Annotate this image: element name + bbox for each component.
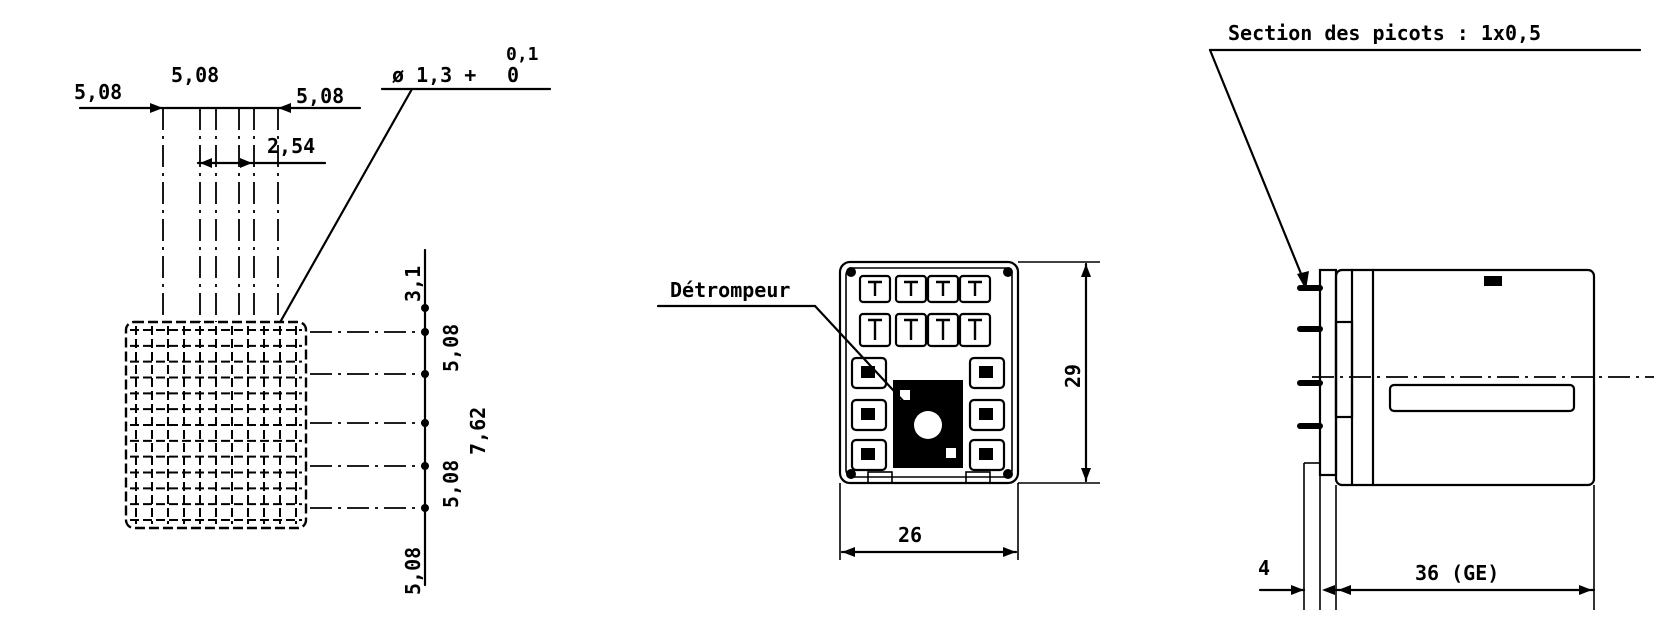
dim-half-pitch: 2,54 (267, 134, 315, 158)
dim-top-left: 5,08 (74, 80, 122, 104)
hole-diameter: ø 1,3 + (392, 63, 476, 87)
pin-section-label: Section des picots : 1x0,5 (1228, 21, 1541, 45)
dim-v-overall: 7,62 (466, 407, 490, 455)
hole-tol-upper: 0,1 (506, 44, 539, 65)
dim-v-top: 3,1 (401, 266, 425, 302)
side-view: Section des picots : 1x0,5 4 36 (GE) (1208, 21, 1654, 610)
dim-top-mid: 5,08 (171, 63, 219, 87)
terminal-cells (850, 274, 1006, 472)
dim-v-a: 5,08 (439, 324, 463, 372)
width-dim: 26 (898, 523, 922, 547)
hole-grid (124, 320, 308, 530)
body-length-dim: 36 (GE) (1415, 561, 1499, 585)
dim-top-right: 5,08 (296, 84, 344, 108)
hole-tol-lower: 0 (507, 63, 519, 87)
front-view: Détrompeur 29 26 (656, 260, 1100, 560)
dim-v-b: 5,08 (439, 460, 463, 508)
keying-label: Détrompeur (670, 278, 790, 302)
pin-length-dim: 4 (1258, 556, 1270, 580)
grid-view: 5,08 5,08 5,08 2,54 ø 1,3 + 0,1 0 (74, 44, 552, 595)
dim-v-bottom: 5,08 (401, 547, 425, 595)
height-dim: 29 (1061, 364, 1085, 388)
